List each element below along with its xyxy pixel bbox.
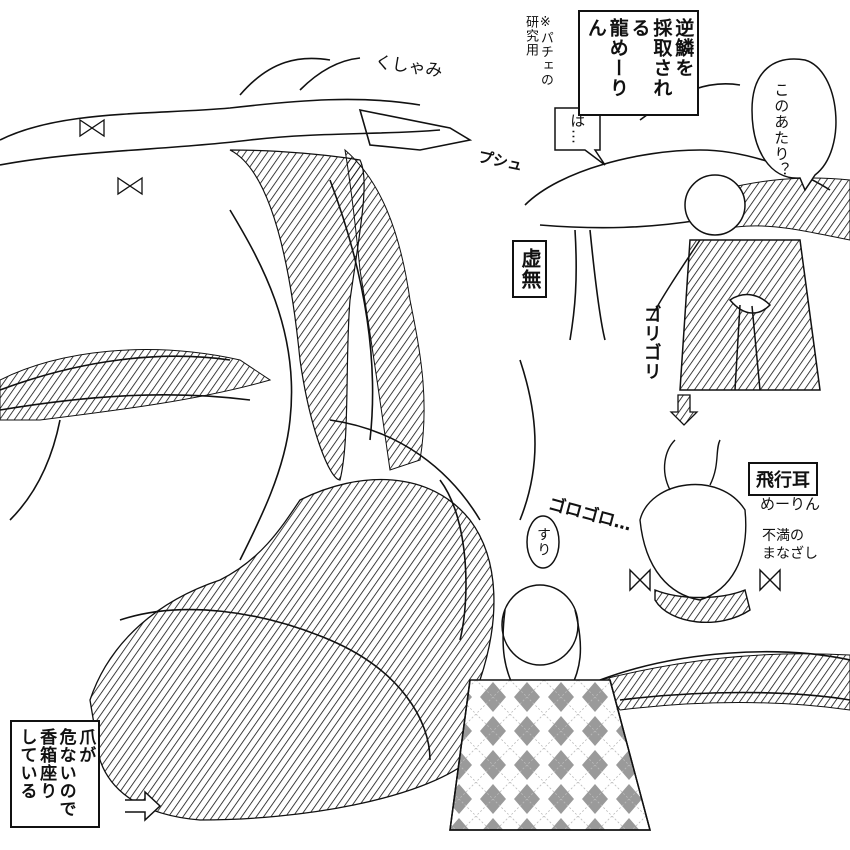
label-hikouki-sub: めーりん	[760, 495, 821, 513]
ribbon-bows	[79, 118, 143, 196]
caption-claw-arrow	[125, 790, 162, 822]
caption-note: ※パチェの 研究用	[522, 15, 553, 87]
dragon-main-mane	[229, 149, 365, 481]
maid-figure	[649, 174, 821, 391]
caption-note-line-1: ※パチェの	[537, 15, 553, 87]
caption-note-line-2: 研究用	[522, 15, 538, 57]
bubble-ha: は…	[568, 113, 587, 145]
caption-scale-line-2: 採取される	[628, 18, 673, 98]
bubble-suri: すり	[535, 527, 552, 557]
dragon-main-fur	[344, 148, 425, 471]
label-fuman: 不満の まなざし	[762, 527, 818, 563]
caption-scale-line-1: 逆鱗を	[672, 18, 695, 78]
label-hikouki: 飛行耳	[748, 462, 818, 496]
bubble-here-shape	[751, 58, 837, 192]
caption-kyomu: 虚無	[512, 240, 547, 298]
caption-claw-line-1: 爪が	[75, 728, 96, 764]
caption-scale-box: 逆鱗を 採取される 龍めーりん	[578, 10, 700, 116]
meiling-figure	[449, 584, 651, 831]
caption-claw: 爪が 危ないので 香箱座り している	[10, 720, 101, 828]
dragon-lower-tail	[599, 653, 850, 711]
caption-claw-line-3: 香箱座り	[36, 728, 57, 800]
label-hikouki-title: 飛行耳	[756, 470, 810, 491]
caption-claw-line-2: 危ないので	[55, 728, 76, 818]
dragon-right-fur	[719, 177, 850, 241]
bubble-suri-shape	[526, 515, 560, 569]
label-fuman-line-1: 不満の	[762, 528, 804, 544]
caption-claw-line-4: している	[16, 728, 37, 800]
dragon-body-lower	[0, 349, 272, 421]
down-arrow	[669, 394, 699, 426]
dragon-lower-body	[89, 478, 495, 821]
sfx-gori: ゴリゴリ	[640, 305, 662, 381]
label-fuman-line-2: まなざし	[762, 546, 818, 563]
chibi-dragon	[629, 439, 781, 623]
caption-scale-line-3: 龍めーりん	[584, 18, 629, 98]
bubble-here: このあたり？	[772, 82, 791, 178]
